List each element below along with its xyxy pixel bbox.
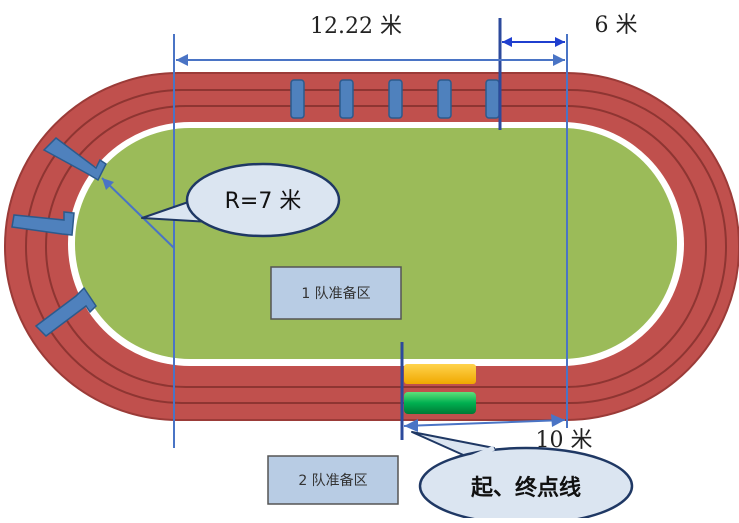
start-bar-green (404, 392, 476, 414)
zone-2-label: 2 队准备区 (298, 472, 367, 489)
dimension-lane (502, 37, 565, 47)
zone-2: 2 队准备区 (267, 455, 399, 505)
lane-width-label: 6 米 (595, 13, 638, 38)
start-finish-label: 起、终点线 (470, 475, 581, 501)
offset-label: 10 米 (536, 428, 593, 453)
start-finish-callout: 起、终点线 (411, 431, 634, 523)
lane-line-inner (45, 105, 707, 388)
lane-marker (485, 79, 500, 119)
dimension-offset (403, 414, 566, 432)
zone-1: 1 队准备区 (270, 266, 402, 320)
lane-marker (290, 79, 305, 119)
curve-markers (11, 137, 107, 337)
curve-marker (11, 211, 75, 236)
inner-field (75, 128, 677, 359)
radius-label: R=7 米 (225, 189, 302, 214)
lane-marker (437, 79, 452, 119)
lane-marker (339, 79, 354, 119)
curve-marker (42, 137, 107, 182)
lane-marker (388, 79, 403, 119)
lane-line-outer (25, 89, 727, 404)
radius-arrow (101, 177, 175, 249)
dimension-straight (176, 54, 565, 66)
lane-markers-top (290, 79, 500, 119)
radius-callout: R=7 米 (141, 162, 341, 238)
zone-1-label: 1 队准备区 (301, 285, 370, 302)
straight-length-label: 12.22 米 (310, 14, 402, 39)
start-bar-yellow (404, 364, 476, 384)
curve-marker (34, 286, 97, 337)
